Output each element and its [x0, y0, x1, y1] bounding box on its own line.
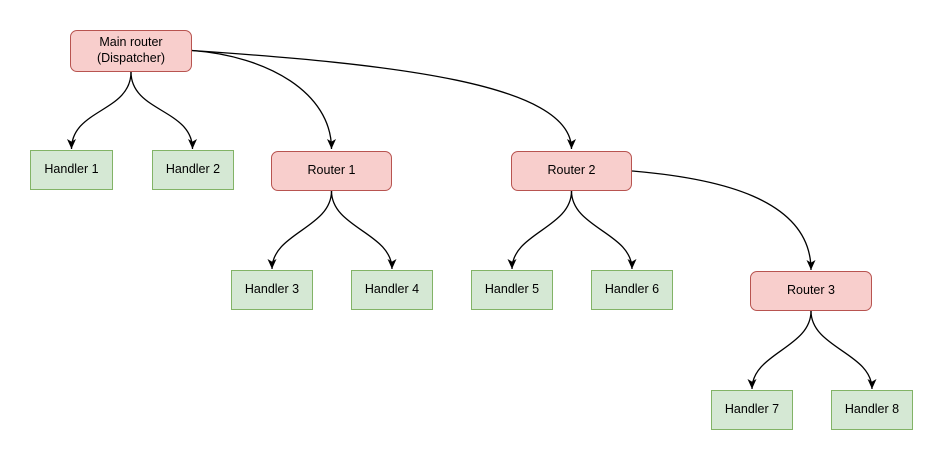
node-handler-6: Handler 6 — [591, 270, 673, 310]
edge-router-2-to-handler-5 — [507, 190, 573, 270]
node-handler-7: Handler 7 — [711, 390, 793, 430]
edge-main-router-to-handler-1 — [67, 71, 132, 150]
node-router-3: Router 3 — [750, 271, 872, 311]
edge-router-2-to-router-3 — [631, 170, 816, 271]
node-handler-3: Handler 3 — [231, 270, 313, 310]
edge-main-router-to-router-2 — [191, 49, 576, 150]
node-handler-4: Handler 4 — [351, 270, 433, 310]
node-handler-1: Handler 1 — [30, 150, 113, 190]
edge-router-1-to-handler-3 — [267, 190, 333, 270]
node-main-router: Main router (Dispatcher) — [70, 30, 192, 72]
edge-main-router-to-handler-2 — [130, 71, 197, 150]
node-handler-8: Handler 8 — [831, 390, 913, 430]
node-handler-5: Handler 5 — [471, 270, 553, 310]
node-handler-2: Handler 2 — [152, 150, 234, 190]
node-label: Handler 6 — [604, 282, 660, 297]
node-label: Router 3 — [787, 283, 835, 298]
edge-router-2-to-handler-6 — [570, 190, 637, 270]
node-label-line1: Main router — [99, 35, 163, 50]
node-label: Handler 8 — [844, 402, 900, 417]
node-router-1: Router 1 — [271, 151, 392, 191]
node-label-line2: (Dispatcher) — [96, 51, 166, 65]
edge-router-3-to-handler-8 — [810, 310, 877, 390]
node-label: Handler 4 — [364, 282, 420, 297]
node-label: Handler 2 — [165, 162, 221, 177]
edge-router-3-to-handler-7 — [747, 310, 812, 390]
node-label: Router 2 — [547, 163, 596, 178]
node-label: Handler 7 — [724, 402, 780, 417]
node-label: Handler 3 — [244, 282, 300, 297]
node-label: Handler 5 — [484, 282, 540, 297]
node-label: Router 1 — [307, 163, 356, 178]
node-router-2: Router 2 — [511, 151, 632, 191]
edge-router-1-to-handler-4 — [330, 190, 397, 270]
node-label: Handler 1 — [44, 162, 99, 177]
edge-main-router-to-router-1 — [191, 49, 336, 150]
